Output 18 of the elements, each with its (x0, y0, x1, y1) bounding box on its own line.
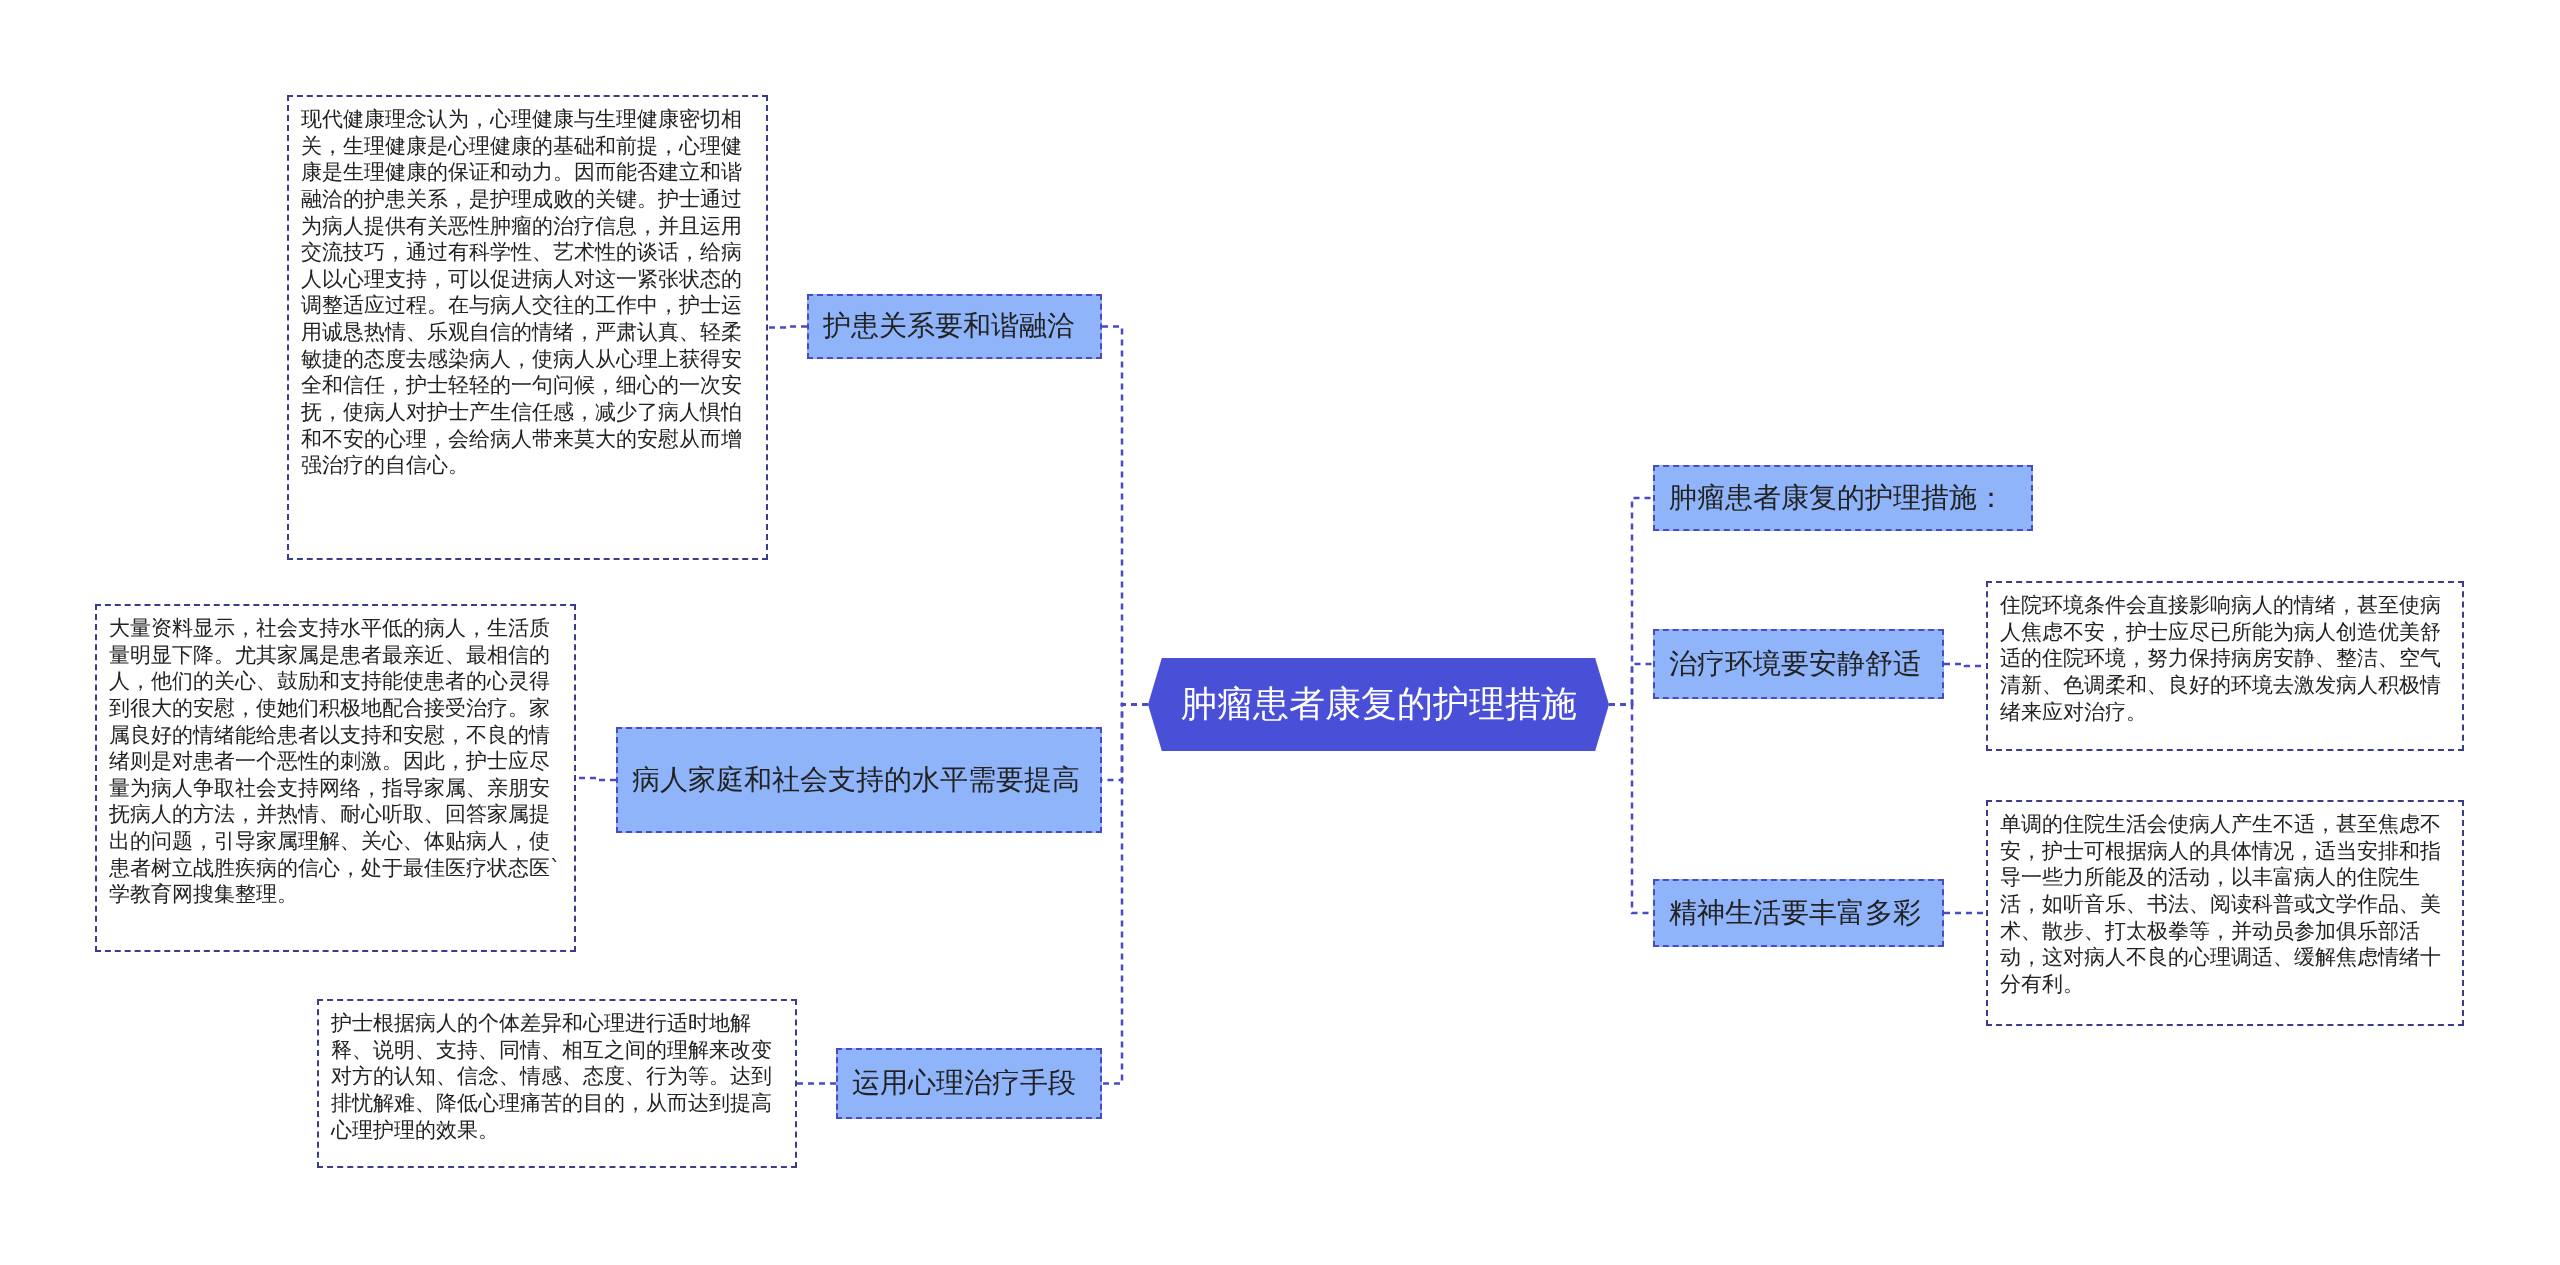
branch-box: 运用心理治疗手段 (836, 1048, 1102, 1119)
note-box: 单调的住院生活会使病人产生不适，甚至焦虑不安，护士可根据病人的具体情况，适当安排和指导一些力所能及的活动，以丰富病人的住院生活，如听音乐、书法、阅读科普或文学作品、美术、散步、打太极拳等，并动员参加俱乐部活动，这对病人不良的心理调适、缓解焦虑情绪十分有利。 (1986, 800, 2464, 1026)
branch-box: 精神生活要丰富多彩 (1653, 879, 1944, 947)
note-box: 大量资料显示，社会支持水平低的病人，生活质量明显下降。尤其家属是患者最亲近、最相信的人，他们的关心、鼓励和支持能使患者的心灵得到很大的安慰，使她们积极地配合接受治疗。家属良好的情绪能给患者以支持和安慰，不良的情绪则是对患者一个恶性的刺激。因此，护士应尽量为病人争取社会支持网络，指导家属、亲朋安抚病人的方法，并热情、耐心听取、回答家属提出的问题，引导家属理解、关心、体贴病人，使患者树立战胜疾病的信心，处于最佳医疗状态医`学教育网搜集整理。 (95, 604, 576, 952)
connector-line (768, 325, 807, 329)
branch-box: 肿瘤患者康复的护理措施： (1653, 465, 2033, 531)
connector-line (797, 1082, 836, 1085)
connector-line (576, 776, 616, 782)
connector-line (1944, 911, 1986, 915)
branch-box: 病人家庭和社会支持的水平需要提高 (616, 727, 1102, 833)
branch-box: 治疗环境要安静舒适 (1653, 629, 1944, 699)
note-box: 现代健康理念认为，心理健康与生理健康密切相关，生理健康是心理健康的基础和前提，心理健康是生理健康的保证和动力。因而能否建立和谐融洽的护患关系，是护理成败的关键。护士通过为病人提供有关恶性肿瘤的治疗信息，并且运用交流技巧，通过有科学性、艺术性的谈话，给病人以心理支持，可以促进病人对这一紧张状态的调整适应过程。在与病人交往的工作中，护士运用诚恳热情、乐观自信的情绪，严肃认真、轻柔敏捷的态度去感染病人，使病人从心理上获得安全和信任，护士轻轻的一句问候，细心的一次安抚，使病人对护士产生信任感，减少了病人惧怕和不安的心理，会给病人带来莫大的安慰从而增强治疗的自信心。 (287, 95, 768, 560)
topic-title: 肿瘤患者康复的护理措施 (1180, 682, 1577, 726)
note-box: 护士根据病人的个体差异和心理进行适时地解释、说明、支持、同情、相互之间的理解来改变对方的认知、信念、情感、态度、行为等。达到排忧解难、降低心理痛苦的目的，从而达到提高心理护理的效果。 (317, 999, 797, 1168)
branch-box: 护患关系要和谐融洽 (807, 294, 1102, 359)
note-box: 住院环境条件会直接影响病人的情绪，甚至使病人焦虑不安，护士应尽已所能为病人创造优美舒适的住院环境，努力保持病房安静、整洁、空气清新、色调柔和、良好的环境去激发病人积极情绪来应对治疗。 (1986, 581, 2464, 751)
topic-hexagon (1148, 658, 1609, 751)
connector-line (1102, 703, 1148, 1085)
